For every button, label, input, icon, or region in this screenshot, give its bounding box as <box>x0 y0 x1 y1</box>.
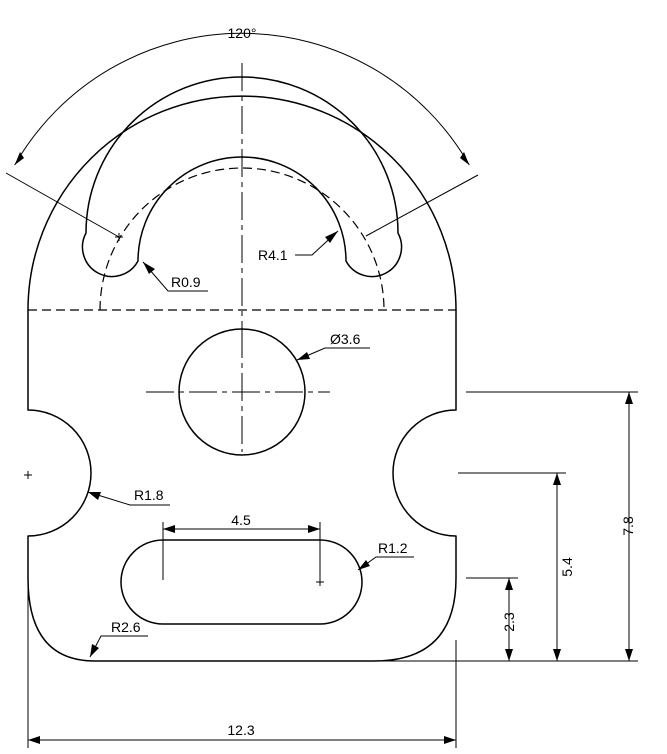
leader-d3-6-arrow <box>297 352 310 360</box>
label-angle-120: 120° <box>228 25 257 41</box>
label-d3-6: Ø3.6 <box>330 331 361 347</box>
dim-12-3-text: 12.3 <box>227 722 254 738</box>
label-r4-1: R4.1 <box>258 247 288 263</box>
angle-extension-right <box>365 174 479 237</box>
straight-slot-outline <box>120 539 363 625</box>
dim-5-4-text: 5.4 <box>559 557 575 577</box>
angle-arrow-right <box>460 152 470 165</box>
leader-r2-6-arrow <box>90 644 99 657</box>
label-r1-2: R1.2 <box>378 540 408 556</box>
dim-7-8-arrow-bottom <box>625 649 633 661</box>
dim-7-8-text: 7.8 <box>620 516 636 536</box>
angle-dimension-arc <box>14 32 470 166</box>
dim-2-3-arrow-top <box>505 578 513 590</box>
label-r2-6: R2.6 <box>111 619 141 635</box>
leader-r1-2-arrow <box>358 560 370 570</box>
leader-r2-6 <box>89 635 148 658</box>
dim-4-5-text: 4.5 <box>231 512 251 528</box>
dim-5-4-arrow-bottom <box>553 649 561 661</box>
label-r0-9: R0.9 <box>171 274 201 290</box>
label-r1-8: R1.8 <box>134 487 164 503</box>
angle-arrow-left <box>14 152 24 165</box>
part-outline <box>27 95 457 662</box>
dim-5-4-arrow-top <box>553 473 561 485</box>
dim-12-3-arrow-right <box>444 736 456 744</box>
dim-4-5-arrow-left <box>163 525 175 533</box>
angle-extension-left <box>5 172 120 238</box>
leader-r1-8-arrow <box>88 492 101 500</box>
curved-slot-outline <box>81 76 403 278</box>
slot-center-arc <box>99 167 385 311</box>
leader-r4-1-arrow <box>325 231 338 243</box>
leader-r1-8 <box>87 491 170 506</box>
dim-12-3-arrow-left <box>28 736 40 744</box>
leader-r0-9-arrow <box>143 262 155 274</box>
dim-7-8-arrow-top <box>625 392 633 404</box>
dim-2-3-text: 2.3 <box>501 612 517 632</box>
dim-4-5-arrow-right <box>308 525 320 533</box>
dim-2-3-arrow-bottom <box>505 649 513 661</box>
